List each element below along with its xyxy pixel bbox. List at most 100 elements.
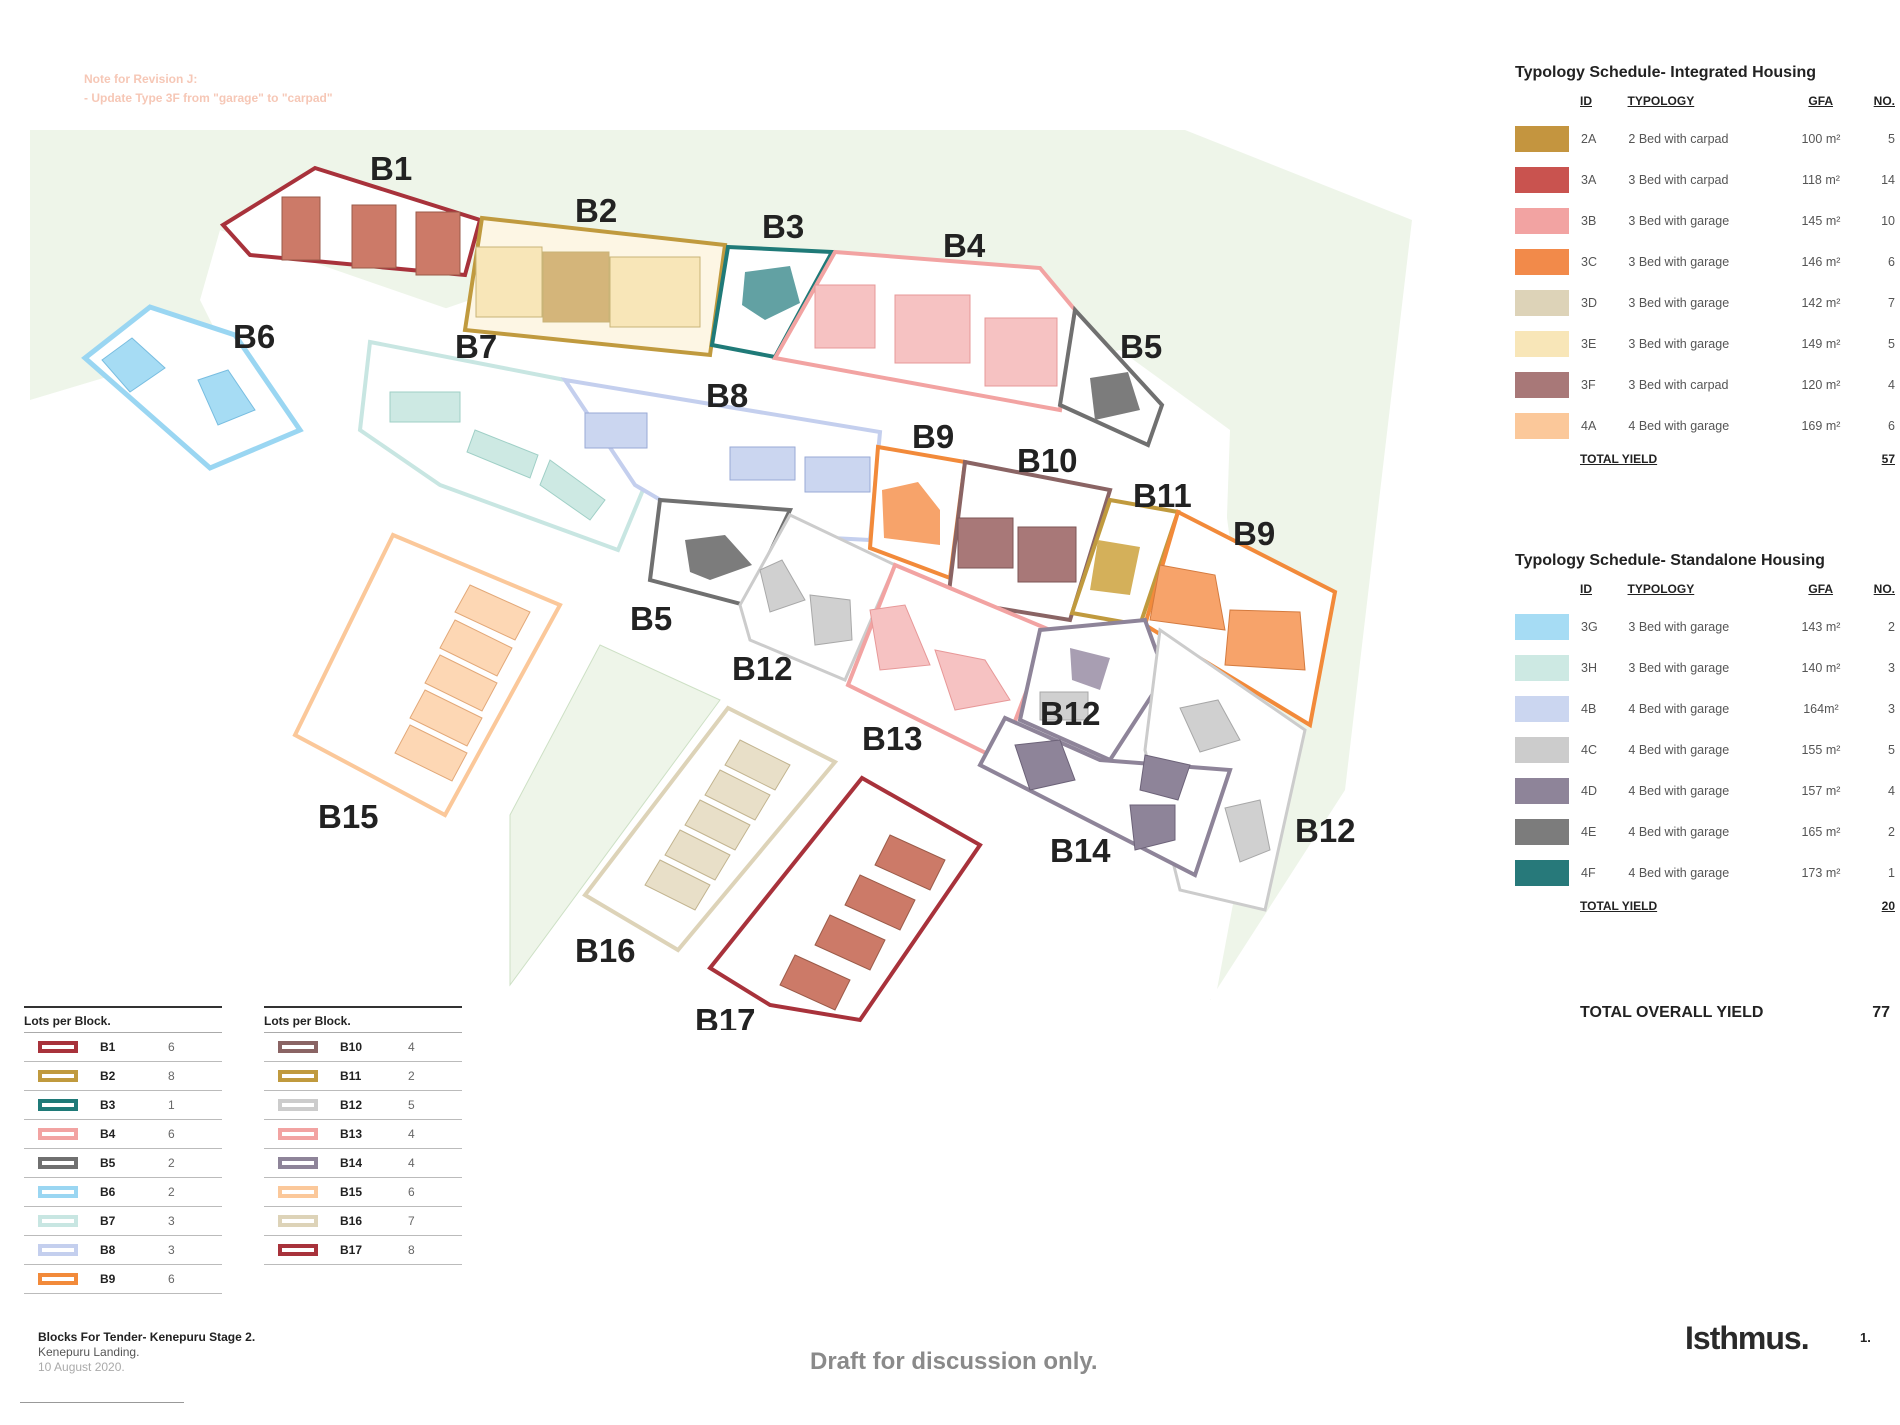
typology-id: 4E [1581, 824, 1597, 839]
block-b9-house-left [882, 482, 940, 545]
block-lot-count: 1 [168, 1098, 175, 1112]
block-color-swatch [38, 1128, 78, 1140]
typology-color-swatch [1515, 859, 1569, 886]
typology-count: 14 [1881, 172, 1895, 187]
lots-row: B17 8 [264, 1236, 462, 1265]
block-lot-count: 4 [408, 1127, 415, 1141]
typology-id: 4D [1581, 783, 1597, 798]
typology-name: 4 Bed with garage [1628, 824, 1730, 839]
block-color-swatch [38, 1099, 78, 1111]
typology-id: 2A [1581, 131, 1597, 146]
block-color-swatch [38, 1215, 78, 1227]
map-label-b9-left: B9 [912, 418, 954, 455]
typology-color-swatch [1515, 777, 1569, 804]
block-id: B11 [340, 1069, 362, 1083]
typology-count: 4 [1888, 377, 1895, 392]
block-lot-count: 7 [408, 1214, 415, 1228]
block-lot-count: 3 [168, 1243, 175, 1257]
typology-name: 3 Bed with garage [1628, 619, 1730, 634]
map-label-b5-lower: B5 [630, 600, 672, 637]
block-b12-houses-center [759, 559, 853, 646]
block-color-swatch [38, 1157, 78, 1169]
typology-gfa: 120 m² [1801, 377, 1841, 392]
typology-name: 3 Bed with carpad [1628, 377, 1729, 392]
typology-gfa: 173 m² [1801, 865, 1841, 880]
block-b2-houses [475, 246, 701, 328]
block-color-swatch [278, 1128, 318, 1140]
typology-color-swatch [1515, 412, 1569, 439]
typology-name: 4 Bed with garage [1628, 418, 1730, 433]
typology-name: 2 Bed with carpad [1628, 131, 1729, 146]
typology-count: 5 [1888, 336, 1895, 351]
block-b4-houses [814, 284, 1058, 387]
block-lot-count: 6 [168, 1040, 175, 1054]
typology-gfa: 155 m² [1801, 742, 1841, 757]
block-id: B14 [340, 1156, 363, 1170]
typology-gfa: 118 m² [1801, 172, 1840, 187]
map-label-b15: B15 [318, 798, 379, 835]
block-b17-outline [707, 775, 983, 1023]
typology-id: 3C [1581, 254, 1597, 269]
typology-name: 3 Bed with garage [1628, 254, 1730, 269]
standalone-schedule: Typology Schedule- Standalone Housing ID… [1515, 552, 1895, 913]
block-b5-house-top [1090, 372, 1140, 420]
typology-count: 6 [1888, 418, 1895, 433]
typology-count: 5 [1888, 131, 1895, 146]
typology-color-swatch [1515, 818, 1569, 845]
block-id: B7 [100, 1214, 116, 1228]
typology-name: 3 Bed with garage [1628, 213, 1730, 228]
typology-count: 4 [1888, 783, 1895, 798]
typology-gfa: 143 m² [1801, 619, 1841, 634]
lots-table-title: Lots per Block. [264, 1006, 462, 1033]
typology-gfa: 169 m² [1801, 418, 1841, 433]
typology-name: 4 Bed with garage [1628, 701, 1730, 716]
typology-color-swatch [1515, 289, 1569, 316]
map-label-b3: B3 [762, 208, 804, 245]
block-b12-house-mid [1070, 648, 1110, 690]
typology-id: 3A [1581, 172, 1597, 187]
typology-id: 3E [1581, 336, 1597, 351]
typology-color-swatch [1515, 207, 1569, 234]
block-b12-house-mid-2 [1039, 691, 1089, 721]
block-color-swatch [278, 1041, 318, 1053]
integrated-total-row: TOTAL YIELD 57 [1580, 452, 1895, 466]
block-lot-count: 6 [168, 1127, 175, 1141]
block-b7-houses [389, 391, 606, 521]
map-label-b17: B17 [695, 1002, 756, 1030]
typology-gfa: 146 m² [1801, 254, 1841, 269]
revision-note-line2: - Update Type 3F from "garage" to "carpa… [84, 91, 333, 105]
block-color-swatch [278, 1157, 318, 1169]
block-lot-count: 6 [168, 1272, 175, 1286]
map-label-b13: B13 [862, 720, 923, 757]
typology-color-swatch [1515, 248, 1569, 275]
typology-gfa: 145 m² [1801, 213, 1841, 228]
block-b15-houses [394, 584, 531, 782]
block-id: B4 [100, 1127, 116, 1141]
typology-id: 4C [1581, 742, 1597, 757]
typology-gfa: 157 m² [1801, 783, 1841, 798]
map-label-b14: B14 [1050, 832, 1111, 869]
block-lot-count: 8 [168, 1069, 175, 1083]
footer-title: Blocks For Tender- Kenepuru Stage 2. [38, 1330, 256, 1344]
map-label-b8: B8 [706, 377, 748, 414]
standalone-total-value: 20 [1881, 899, 1895, 913]
block-id: B12 [340, 1098, 363, 1112]
typology-id: 3H [1581, 660, 1597, 675]
header-gfa: GFA [1808, 582, 1834, 596]
block-b10-houses [957, 517, 1077, 583]
revision-note: Note for Revision J: - Update Type 3F fr… [84, 70, 333, 108]
block-lot-count: 8 [408, 1243, 415, 1257]
block-id: B17 [340, 1243, 363, 1257]
